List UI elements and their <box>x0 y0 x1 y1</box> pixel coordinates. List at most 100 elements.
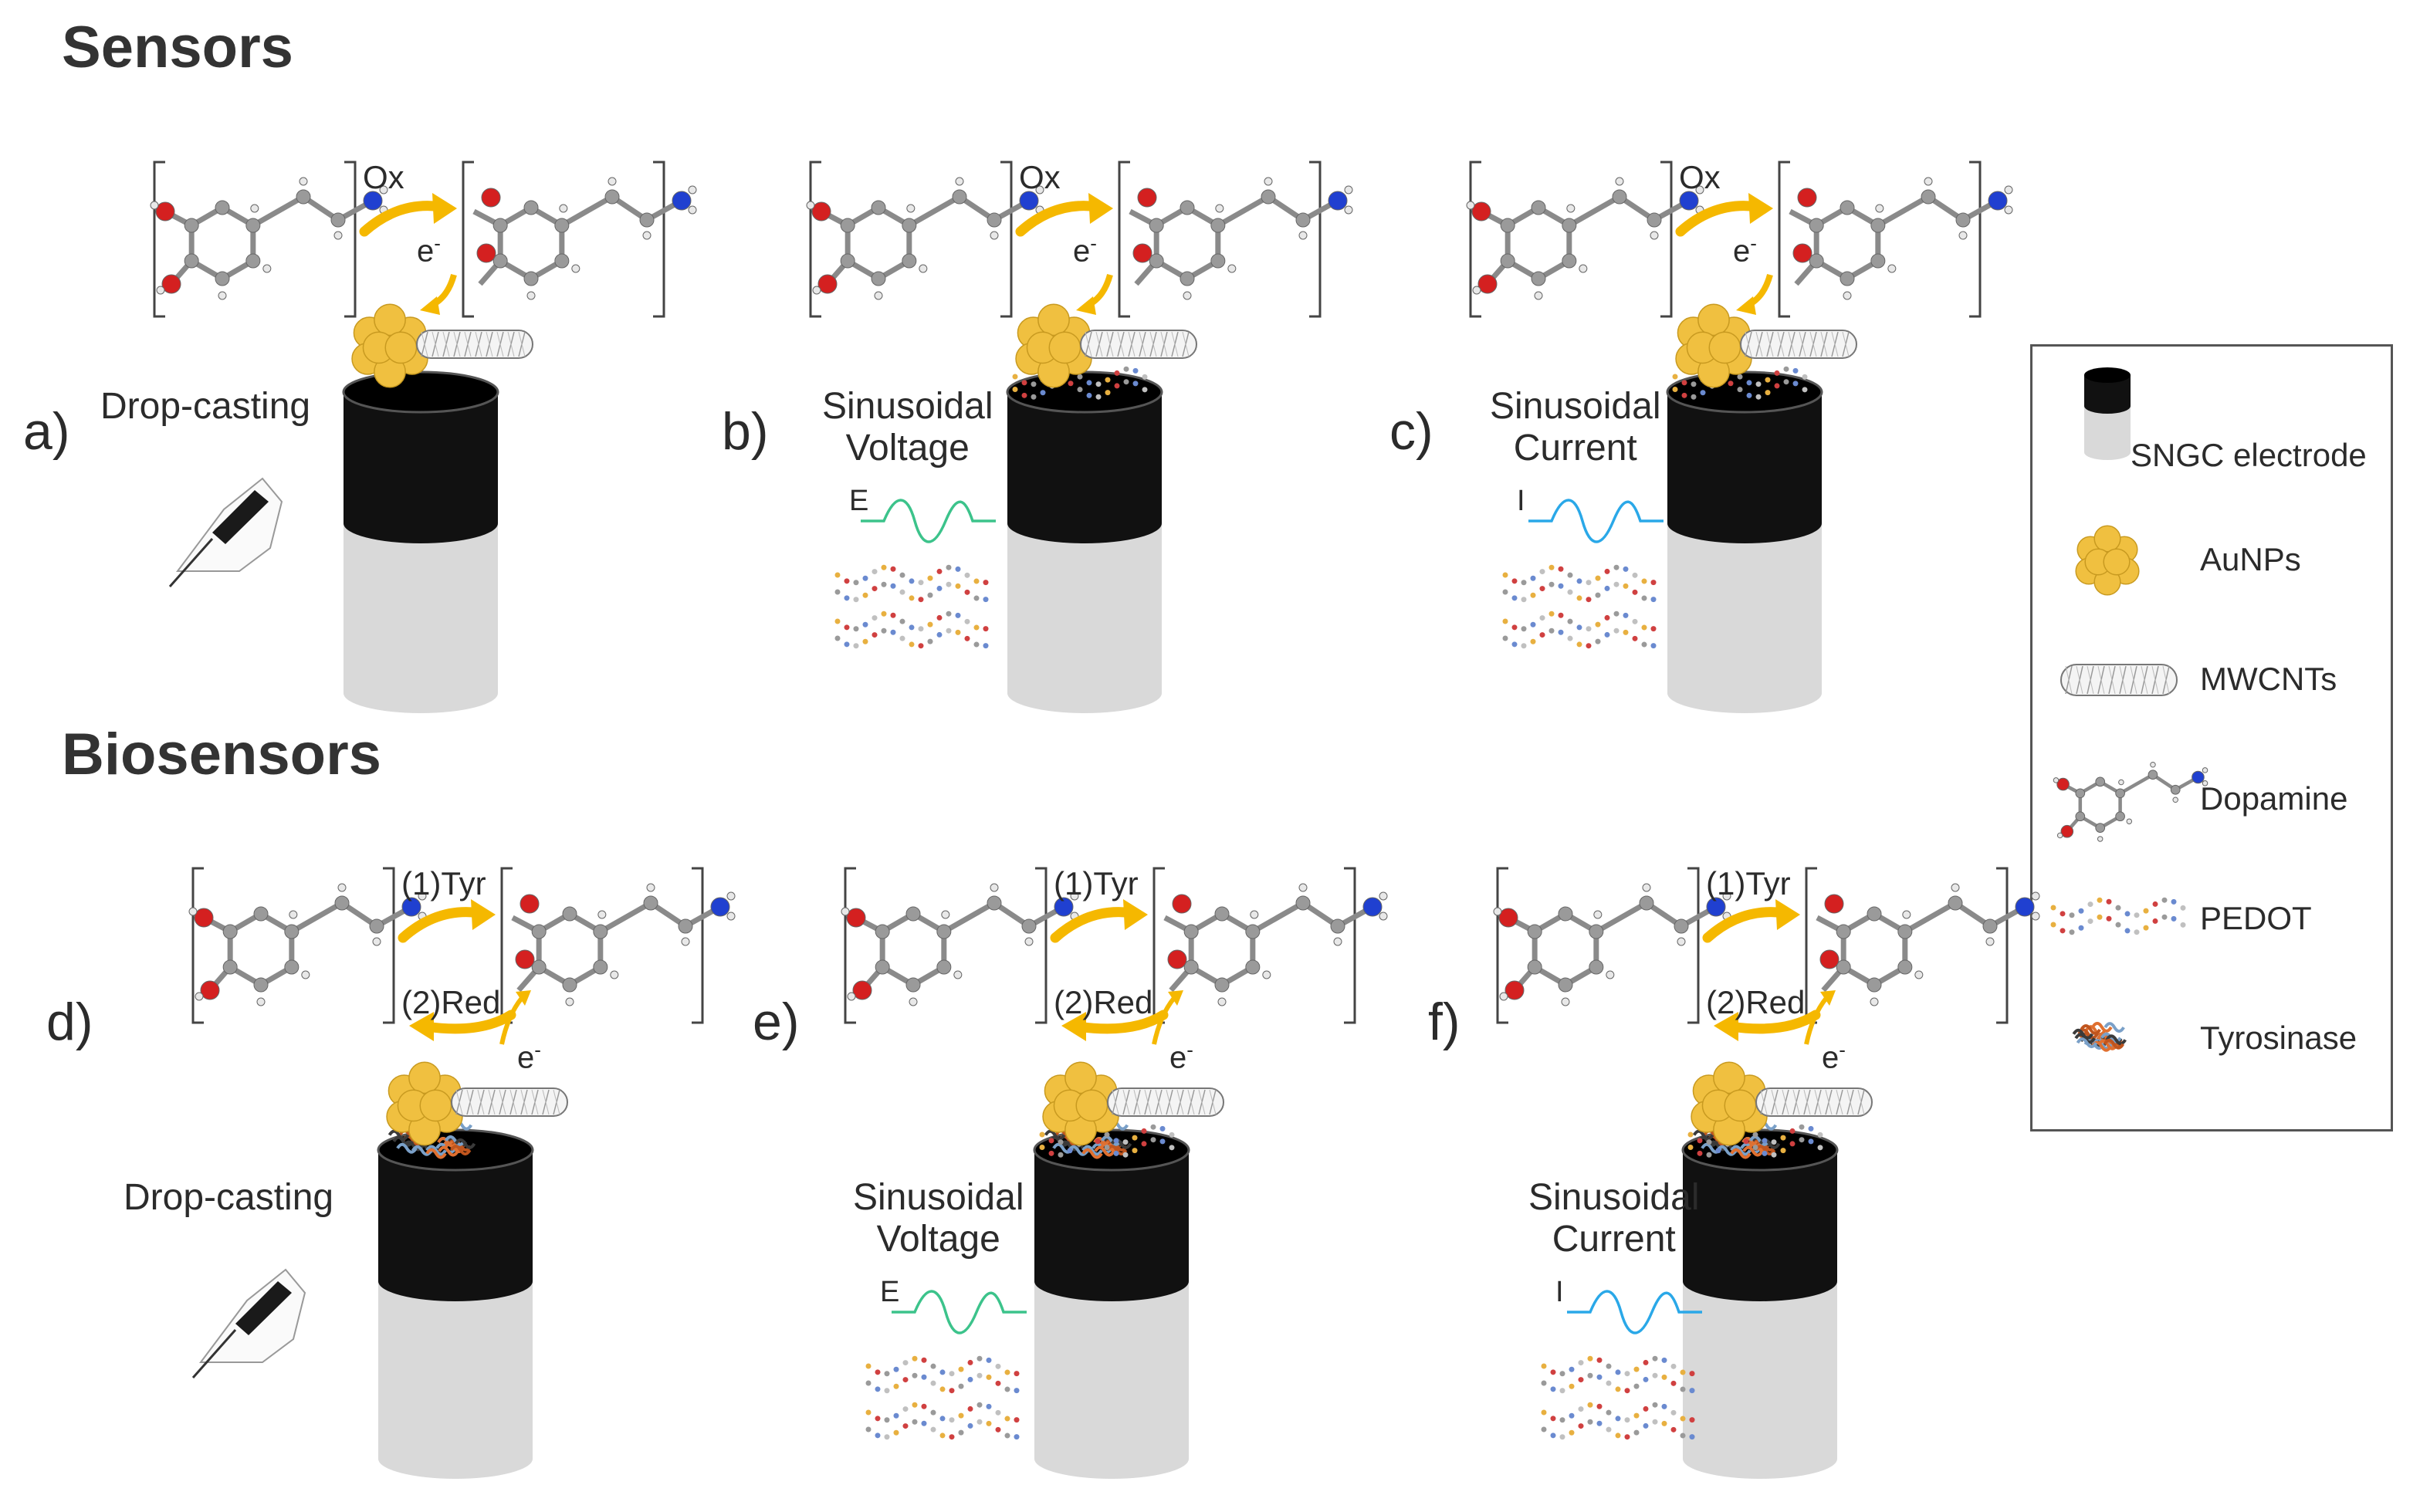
panel-d-aunps <box>386 1061 463 1146</box>
electron-charge: - <box>1839 1038 1846 1061</box>
panel-b-wave-letter: E <box>849 485 869 517</box>
legend-art <box>2050 367 2208 1052</box>
panel-c-method-line-2: Current <box>1513 427 1637 468</box>
panel-c-electron-label: e- <box>1733 232 1757 269</box>
panel-e-label: e) <box>753 993 800 1051</box>
legend-label-3: MWCNTs <box>2200 661 2337 697</box>
panel-e-pedot-top <box>1039 1124 1175 1158</box>
reaction-arrows <box>1050 899 1183 1045</box>
panel-b-pedot-strand-1 <box>834 564 989 603</box>
panel-d-reaction <box>188 867 736 1024</box>
electron-charge: - <box>534 1038 541 1061</box>
panel-a-mwcnt <box>416 330 533 359</box>
electron-charge: - <box>434 232 441 255</box>
panel-b-electron-label: e- <box>1073 232 1097 269</box>
panel-e-method-line-1: Sinusoidal <box>853 1177 1024 1218</box>
panel-b-reaction <box>806 161 1353 318</box>
panel-f-mwcnt <box>1755 1087 1873 1117</box>
pipette-hand-icon <box>191 1268 306 1378</box>
aunps-icon <box>2075 525 2140 596</box>
sinusoidal-wave <box>861 499 996 543</box>
panel-c-pedot-strand-1 <box>1502 564 1657 603</box>
panel-e-electron-label: e- <box>1169 1038 1193 1075</box>
dopamine-icon <box>2053 762 2208 842</box>
electron-charge: - <box>1750 232 1757 255</box>
pedot-icon <box>2050 897 2186 935</box>
mwcnt-icon <box>2060 664 2178 696</box>
pipette-hand-icon <box>168 477 283 587</box>
reaction-arrows <box>398 899 531 1045</box>
panel-e-pedot-strand-2 <box>865 1402 1020 1440</box>
panel-a-reaction <box>150 161 697 318</box>
sinusoidal-wave <box>1567 1290 1702 1334</box>
legend-label-5: PEDOT <box>2200 900 2312 936</box>
panel-b-pedot-strand-2 <box>834 611 989 649</box>
panel-c-wave-letter: I <box>1517 485 1525 517</box>
panel-a-method-line-1: Drop-casting <box>100 386 311 427</box>
panel-a-electron-label: e- <box>417 232 441 269</box>
tyrosinase-icon <box>2072 1021 2127 1052</box>
panel-d-method-line-1: Drop-casting <box>124 1177 334 1218</box>
panel-d-reaction-top-label: (1)Tyr <box>401 865 486 901</box>
panel-c-mwcnt <box>1740 330 1857 359</box>
panel-f-pedot-strand-1 <box>1541 1355 1695 1394</box>
sinusoidal-wave <box>892 1290 1027 1334</box>
panel-e-reaction-top-label: (1)Tyr <box>1054 865 1139 901</box>
panel-c-reaction <box>1466 161 2013 318</box>
panel-c-pedot-top <box>1672 366 1808 400</box>
legend-label-2: AuNPs <box>2200 541 2301 577</box>
sngc-electrode <box>1681 1128 1839 1479</box>
sngc-electrode <box>1033 1128 1190 1479</box>
panel-d-mwcnt <box>451 1087 568 1117</box>
panel-e-wave-letter: E <box>880 1276 900 1308</box>
electron-charge: - <box>1090 232 1097 255</box>
panel-a-label: a) <box>23 402 70 461</box>
panel-a-method-label: Drop-casting <box>100 386 310 428</box>
reaction-arrows <box>1015 193 1113 315</box>
legend-label-6: Tyrosinase <box>2200 1020 2357 1056</box>
reaction-arrows <box>1675 193 1773 315</box>
panel-b-method-line-1: Sinusoidal <box>822 386 993 427</box>
sngc-electrode <box>1666 370 1823 713</box>
sngc-electrode <box>1006 370 1163 713</box>
panel-f-reaction-top-label: (1)Tyr <box>1706 865 1791 901</box>
sensors-title: Sensors <box>62 15 293 80</box>
panel-b-mwcnt <box>1080 330 1197 359</box>
sngc-electrode-icon <box>2084 367 2131 460</box>
legend-label-4: Dopamine <box>2200 780 2348 817</box>
panel-e-mwcnt <box>1107 1087 1224 1117</box>
panel-e-reaction <box>841 867 1388 1024</box>
panel-f-method-line-1: Sinusoidal <box>1528 1177 1700 1218</box>
panel-c-aunps <box>1675 303 1752 388</box>
legend-box <box>2030 344 2393 1131</box>
biosensors-title: Biosensors <box>62 722 381 787</box>
panel-d-electron-label: e- <box>517 1038 541 1075</box>
panel-f-reaction <box>1493 867 2040 1024</box>
panel-e-aunps <box>1042 1061 1119 1146</box>
panel-f-method-line-2: Current <box>1552 1218 1676 1260</box>
electron-charge: - <box>1186 1038 1193 1061</box>
panel-e-method-line-2: Voltage <box>876 1218 1000 1260</box>
panel-a-reaction-top-label: Ox <box>363 159 404 195</box>
panel-f-wave-letter: I <box>1555 1276 1564 1308</box>
sinusoidal-wave <box>1528 499 1664 543</box>
panel-c-method-line-1: Sinusoidal <box>1490 386 1661 427</box>
panel-d-label: d) <box>46 993 93 1051</box>
reaction-arrows <box>359 193 457 315</box>
panel-e-pedot-strand-1 <box>865 1355 1020 1394</box>
sngc-electrode <box>342 370 499 713</box>
panel-f-reaction-bottom-label: (2)Red <box>1706 984 1806 1020</box>
panel-b-label: b) <box>722 402 769 461</box>
legend-label-1: SNGC electrode <box>2131 437 2367 473</box>
panel-c-pedot-strand-2 <box>1502 611 1657 649</box>
panel-f-electron-label: e- <box>1822 1038 1846 1075</box>
